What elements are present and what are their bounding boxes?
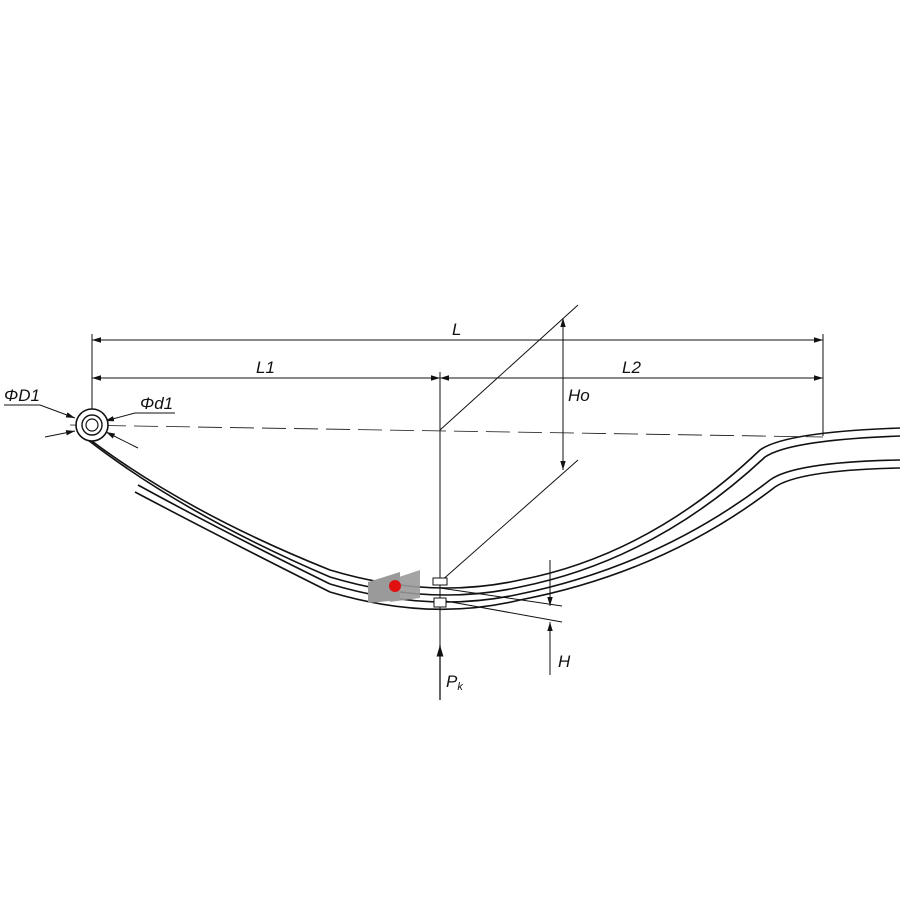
leaf-3-top — [137, 484, 331, 585]
leaf-1-bottom — [87, 435, 900, 596]
label-H: H — [558, 652, 571, 671]
clamp-center-marker — [389, 580, 401, 592]
d1-leader-inner — [104, 412, 175, 422]
label-Pk-sub: k — [457, 681, 463, 693]
label-D1: ΦD1 — [4, 386, 40, 405]
ho-diagonal-top — [439, 304, 579, 431]
h-line-bottom — [439, 599, 563, 623]
label-Pk-main: P — [446, 672, 458, 691]
leaf-1-top — [79, 427, 900, 589]
clamp-right — [390, 570, 420, 602]
center-bolt-nut — [433, 597, 447, 608]
ho-diagonal-bottom — [439, 459, 579, 583]
label-L2: L2 — [622, 358, 641, 377]
label-d1: Φd1 — [140, 394, 174, 413]
spring-eye-inner — [85, 418, 99, 432]
leaf-3-bottom — [134, 467, 900, 611]
center-bolt-head — [432, 577, 448, 586]
d1-leader-outer-2 — [44, 430, 76, 438]
label-Pk: Pk — [446, 672, 463, 693]
label-L1: L1 — [256, 358, 275, 377]
d1-leader-inner-2 — [105, 431, 139, 449]
label-L: L — [452, 320, 462, 339]
label-Ho: Ho — [568, 386, 590, 405]
d1-leader-outer — [4, 404, 76, 419]
spring-eye-outer — [75, 408, 109, 442]
center-axis-dashed — [69, 424, 824, 438]
leaf-2-bottom — [329, 459, 900, 603]
spring-leaves — [79, 427, 900, 611]
spring-eye-bushing — [81, 414, 103, 436]
